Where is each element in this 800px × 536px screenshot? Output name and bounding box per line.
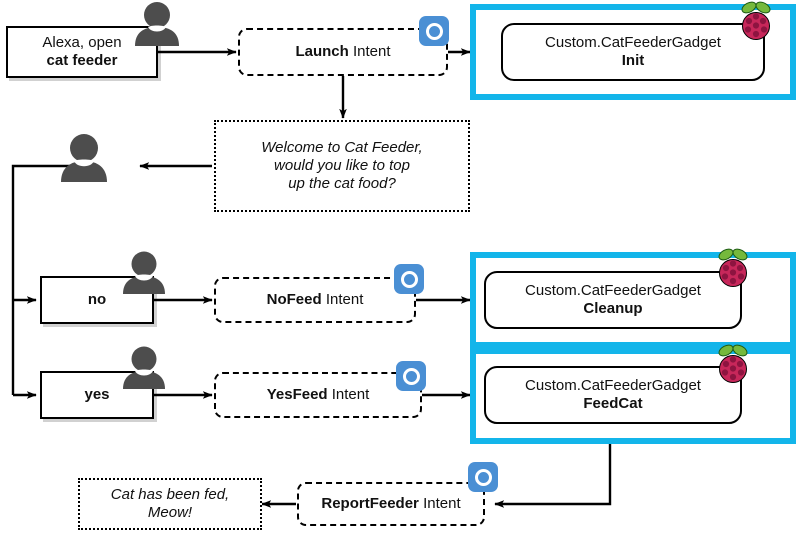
gadget-init-directive: Init xyxy=(621,52,645,69)
intent-nofeed-box[interactable]: NoFeed Intent xyxy=(214,277,416,323)
gadget-feedcat-namespace: Custom.CatFeederGadget xyxy=(525,377,701,394)
alexa-icon xyxy=(468,462,498,492)
alexa-ring xyxy=(474,468,492,486)
raspberry-pi-icon xyxy=(741,1,771,40)
intent-yesfeed-suffix: Intent xyxy=(331,386,370,404)
speech-fed-line2: Meow! xyxy=(147,504,193,521)
speech-welcome-line3: up the cat food? xyxy=(288,174,396,192)
person-icon xyxy=(123,346,165,389)
alexa-icon xyxy=(419,16,449,46)
intent-nofeed-suffix: Intent xyxy=(325,291,364,309)
gadget-feedcat-directive: FeedCat xyxy=(583,395,643,412)
speech-fed-line1: Cat has been fed, xyxy=(110,486,230,504)
speech-welcome-line1: Welcome to Cat Feeder, xyxy=(261,139,423,157)
utterance-launch-line2: cat feeder xyxy=(46,52,118,69)
raspberry-pi-icon xyxy=(718,248,748,287)
speech-fed-box: Cat has been fed, Meow! xyxy=(78,478,262,530)
alexa-ring xyxy=(400,270,418,288)
gadget-cleanup-box[interactable]: Custom.CatFeederGadget Cleanup xyxy=(484,271,742,329)
edge-feedcat-to-report xyxy=(494,434,612,508)
intent-report-name: ReportFeeder xyxy=(321,495,419,513)
person-icon xyxy=(123,251,165,294)
speech-welcome-line2: would you like to top xyxy=(274,157,410,175)
utterance-launch-box[interactable]: Alexa, open cat feeder xyxy=(6,26,158,78)
intent-launch-box[interactable]: Launch Intent xyxy=(238,28,448,76)
alexa-icon xyxy=(394,264,424,294)
intent-launch-name: Launch xyxy=(295,43,349,61)
intent-launch-suffix: Intent xyxy=(352,43,391,61)
gadget-cleanup-namespace: Custom.CatFeederGadget xyxy=(525,282,701,299)
utterance-no-text: no xyxy=(87,291,107,309)
gadget-feedcat-box[interactable]: Custom.CatFeederGadget FeedCat xyxy=(484,366,742,424)
raspberry-pi-icon xyxy=(718,344,748,383)
person-icon xyxy=(135,2,179,46)
intent-report-suffix: Intent xyxy=(423,495,461,513)
intent-yesfeed-box[interactable]: YesFeed Intent xyxy=(214,372,422,418)
gadget-init-namespace: Custom.CatFeederGadget xyxy=(545,34,721,51)
utterance-yes-text: yes xyxy=(84,386,110,404)
intent-nofeed-name: NoFeed xyxy=(266,291,322,309)
person-icon xyxy=(61,134,107,182)
intent-yesfeed-name: YesFeed xyxy=(266,386,328,404)
alexa-ring xyxy=(402,367,420,385)
alexa-ring xyxy=(425,22,443,40)
utterance-launch-line1: Alexa, open xyxy=(42,34,122,52)
alexa-icon xyxy=(396,361,426,391)
gadget-cleanup-directive: Cleanup xyxy=(583,300,643,317)
intent-report-box[interactable]: ReportFeeder Intent xyxy=(297,482,485,526)
speech-welcome-box: Welcome to Cat Feeder, would you like to… xyxy=(214,120,470,212)
gadget-init-box[interactable]: Custom.CatFeederGadget Init xyxy=(501,23,765,81)
